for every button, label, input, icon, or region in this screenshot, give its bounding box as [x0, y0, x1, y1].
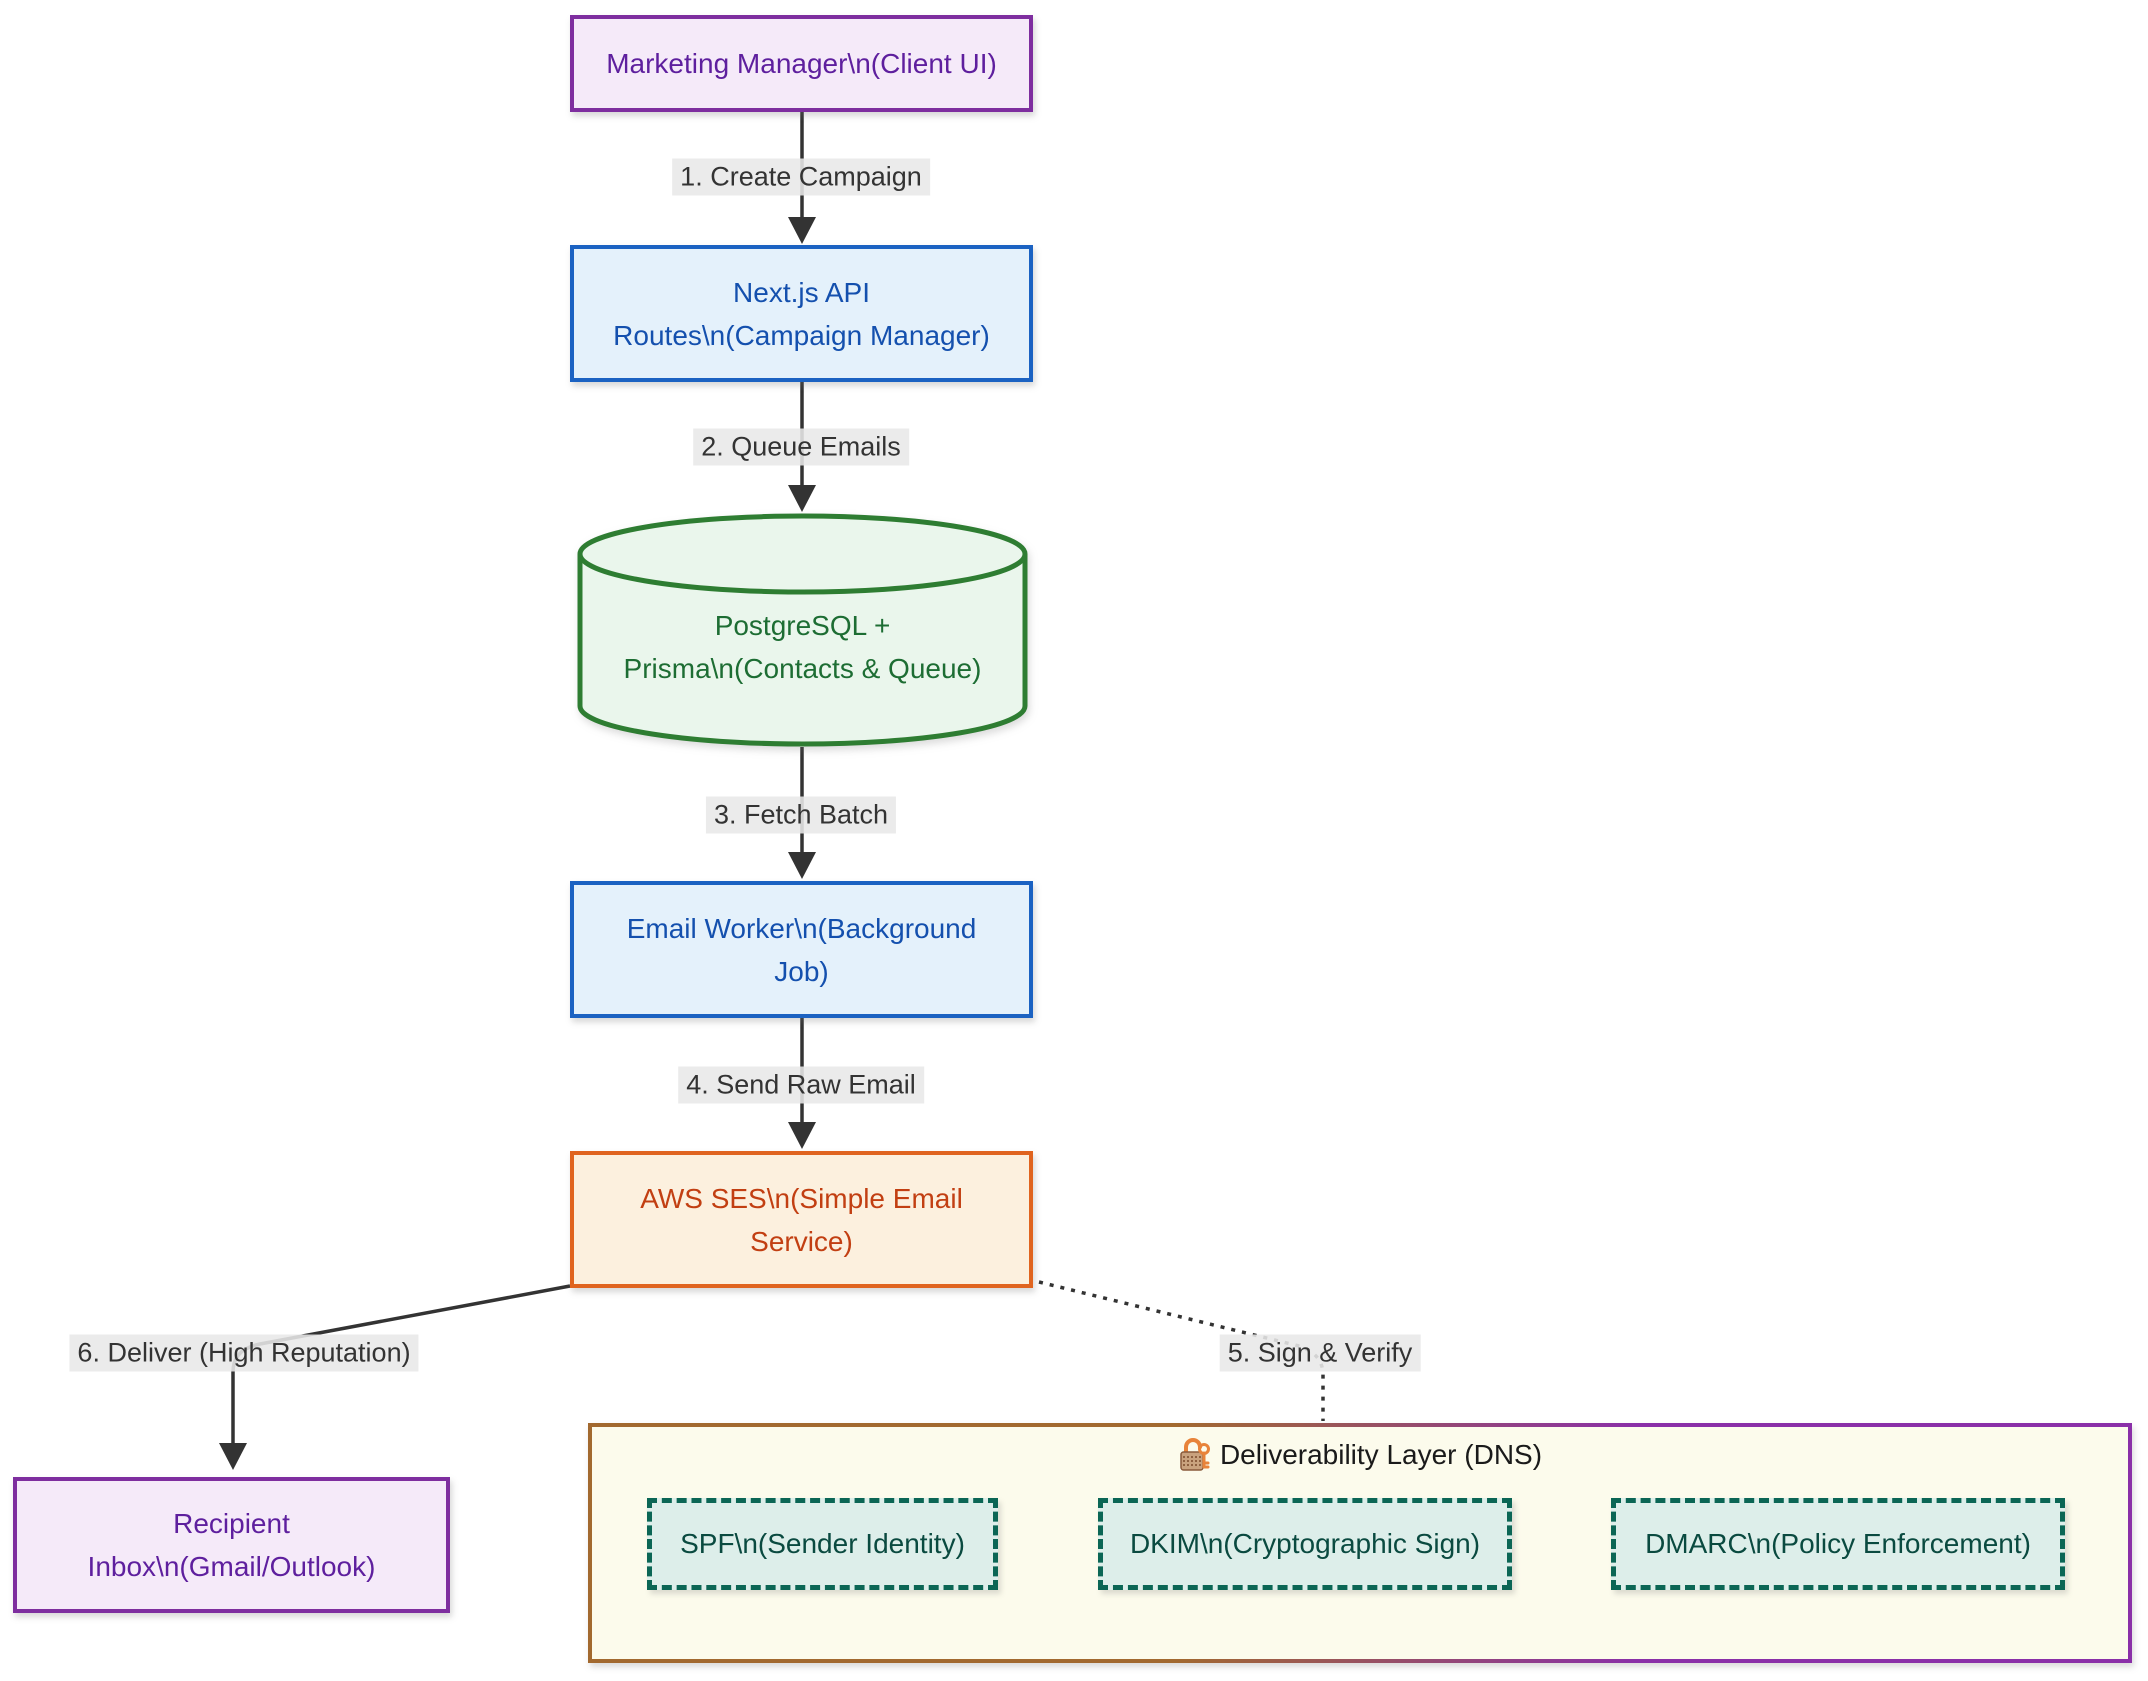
node-marketing-manager: Marketing Manager\n(Client UI) [570, 15, 1033, 112]
node-email-worker: Email Worker\n(Background Job) [570, 881, 1033, 1018]
node-label-line: Service) [750, 1225, 853, 1257]
node-postgresql-cylinder: PostgreSQL + Prisma\n(Contacts & Queue) [577, 513, 1028, 747]
lock-icon [1180, 1438, 1210, 1471]
node-label-line: Marketing Manager\n(Client UI) [606, 48, 997, 79]
node-label-line: Prisma\n(Contacts & Queue) [623, 653, 982, 684]
database-label: PostgreSQL + Prisma\n(Contacts & Queue) [577, 604, 1028, 690]
edge-label-sign-verify: 5. Sign & Verify [1219, 1334, 1421, 1372]
node-label-line: Recipient [173, 1508, 290, 1539]
node-label-line: Routes\n(Campaign Manager) [613, 319, 990, 351]
node-spf: SPF\n(Sender Identity) [647, 1498, 998, 1590]
subgraph-background: Deliverability Layer (DNS) SPF\n(Sender … [592, 1427, 2128, 1659]
edge-2-arrowhead [788, 485, 816, 512]
node-dkim: DKIM\n(Cryptographic Sign) [1098, 1498, 1512, 1590]
subgraph-title-text: Deliverability Layer (DNS) [1219, 1439, 1543, 1470]
edge-4-arrowhead [788, 1122, 816, 1149]
edge-1-arrowhead [788, 217, 816, 244]
edge-label-create-campaign: 1. Create Campaign [672, 158, 930, 196]
node-label-line: Email Worker\n(Background [626, 912, 977, 944]
node-label-line: PostgreSQL + [714, 610, 891, 641]
subgraph-deliverability: Deliverability Layer (DNS) SPF\n(Sender … [588, 1423, 2132, 1663]
subgraph-title: Deliverability Layer (DNS) [592, 1437, 2128, 1473]
node-label-line: DKIM\n(Cryptographic Sign) [1129, 1528, 1481, 1559]
database-cylinder-shape [577, 513, 1028, 747]
node-label-line: DMARC\n(Policy Enforcement) [1645, 1528, 2031, 1559]
node-recipient-inbox: Recipient Inbox\n(Gmail/Outlook) [13, 1477, 450, 1613]
edge-3-arrowhead [788, 852, 816, 879]
node-aws-ses: AWS SES\n(Simple Email Service) [570, 1151, 1033, 1288]
node-dmarc: DMARC\n(Policy Enforcement) [1611, 1498, 2065, 1590]
node-label-line: AWS SES\n(Simple Email [640, 1182, 963, 1214]
node-label-line: Next.js API [733, 276, 870, 308]
edge-label-send-raw-email: 4. Send Raw Email [678, 1066, 924, 1104]
node-label-line: SPF\n(Sender Identity) [680, 1528, 965, 1559]
edge-6-arrowhead [219, 1443, 247, 1470]
edge-label-deliver: 6. Deliver (High Reputation) [69, 1334, 419, 1372]
node-nextjs-api: Next.js API Routes\n(Campaign Manager) [570, 245, 1033, 382]
edge-label-fetch-batch: 3. Fetch Batch [705, 796, 897, 834]
node-label-line: Inbox\n(Gmail/Outlook) [87, 1551, 376, 1582]
edge-label-queue-emails: 2. Queue Emails [693, 428, 909, 466]
node-label-line: Job) [774, 955, 829, 987]
